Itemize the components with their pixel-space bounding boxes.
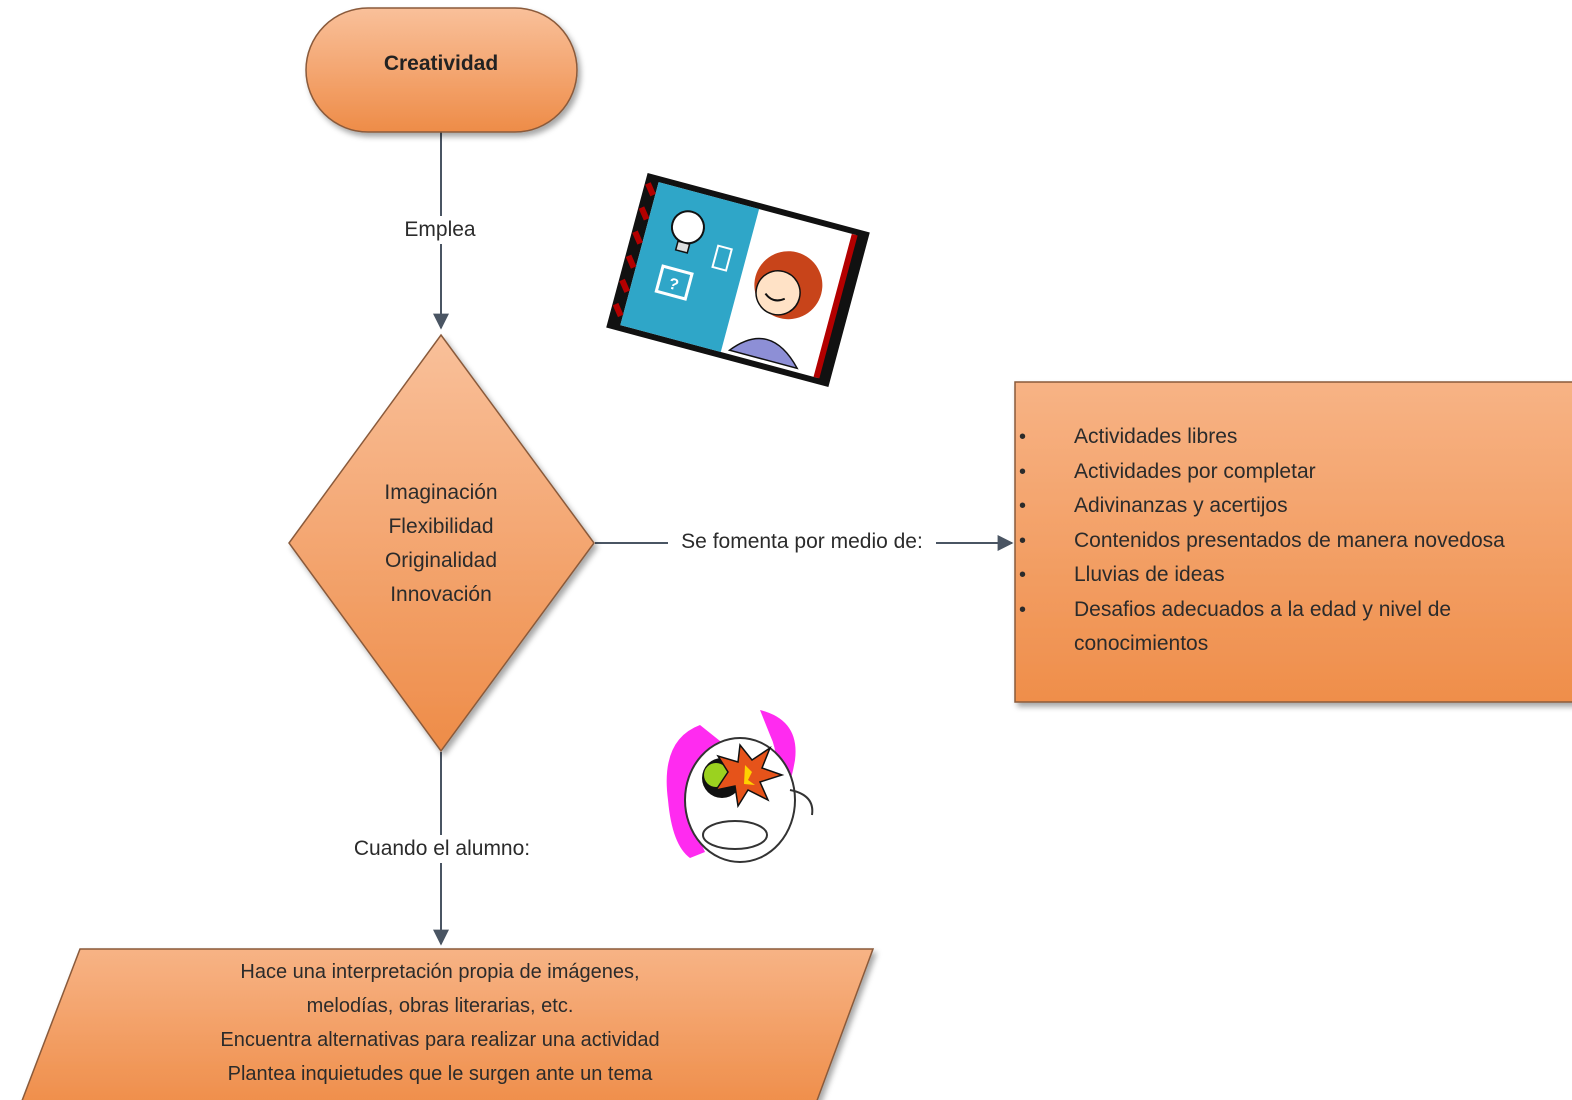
list-item: Actividades libres [1016,420,1566,455]
edge-label-emplea: Emplea [380,216,500,244]
output-node-text: Hace una interpretación propia de imágen… [150,955,730,1091]
output-line: melodías, obras literarias, etc. [306,995,574,1017]
idea-lightbulb-clipart: ? [606,172,870,388]
decision-line: Innovación [390,583,492,606]
list-item: Desafios adecuados a la edad y nivel de … [1016,593,1566,662]
start-terminator-shape [305,7,578,133]
brainstorm-head-clipart [666,710,814,863]
list-item: Actividades por completar [1016,455,1566,490]
output-line: Plantea inquietudes que le surgen ante u… [227,1063,653,1085]
start-node-label: Creatividad [383,52,499,75]
decision-line: Imaginación [384,481,498,504]
list-item: Contenidos presentados de manera novedos… [1016,524,1566,559]
list-item: Adivinanzas y acertijos [1016,489,1566,524]
edge-label-se-fomenta: Se fomenta por medio de: [668,528,936,556]
activity-list: Actividades libres Actividades por compl… [1016,420,1566,662]
output-line: Hace una interpretación propia de imágen… [240,961,640,983]
decision-line: Originalidad [384,549,498,572]
list-box-content: Actividades libres Actividades por compl… [1016,420,1566,662]
output-parallelogram-shape [21,948,875,1100]
edge-label-cuando-el-alumno: Cuando el alumno: [322,835,562,863]
output-line: Encuentra alternativas para realizar una… [220,1029,660,1051]
svg-text:?: ? [667,276,681,295]
list-item: Lluvias de ideas [1016,558,1566,593]
decision-line: Flexibilidad [388,515,494,538]
decision-node-text: Imaginación Flexibilidad Originalidad In… [330,476,552,612]
decision-diamond-shape [288,333,595,753]
